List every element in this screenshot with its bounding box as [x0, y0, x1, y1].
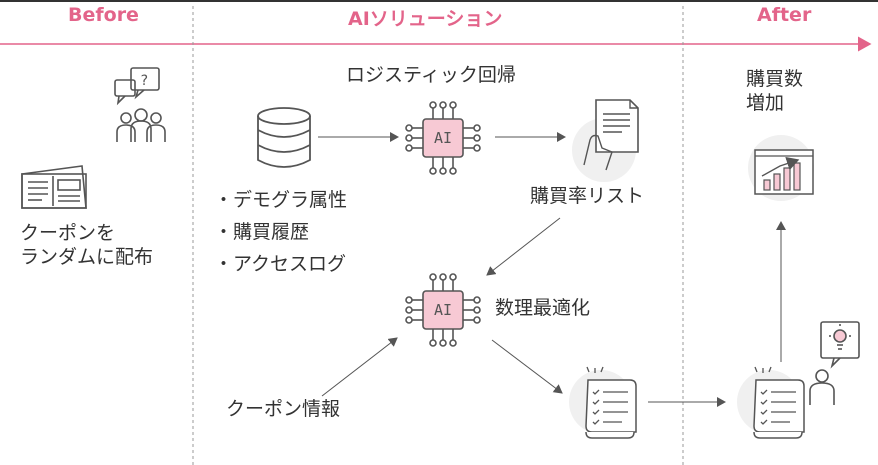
header-after: After	[757, 4, 812, 26]
header-before: Before	[68, 4, 139, 26]
result-label-line2: 増加	[746, 91, 785, 114]
top-border	[0, 0, 878, 2]
document-hand-icon	[572, 99, 639, 182]
arrow-optimize-to-plan	[491, 339, 563, 394]
arrow-coupon-to-optimize	[321, 337, 398, 397]
svg-text:?: ?	[140, 73, 148, 89]
input-purchase-history: ・購買履歴	[214, 221, 310, 243]
result-label-line1: 購買数	[746, 68, 804, 90]
ai-chip-icon-optimize	[405, 273, 481, 347]
lightbulb-person-icon	[809, 321, 860, 405]
coupon-info-label: クーポン情報	[226, 398, 341, 420]
header-ai-solution: AIソリューション	[348, 8, 503, 30]
checklist-scroll-icon-after	[737, 366, 805, 439]
ai-chip-icon	[405, 101, 481, 175]
question-bubble-icon: ?	[114, 67, 160, 106]
model-label: ロジスティック回帰	[346, 64, 516, 86]
input-demographics: ・デモグラ属性	[214, 189, 348, 211]
input-access-log: ・アクセスログ	[214, 253, 347, 275]
chip-label-optimize: AI	[434, 301, 452, 319]
database-icon	[257, 107, 311, 168]
before-label: クーポンを ランダムに配布	[20, 222, 153, 270]
people-group-icon	[116, 108, 166, 142]
arrow-list-to-optimize	[486, 217, 561, 276]
optimization-label: 数理最適化	[495, 297, 591, 319]
purchase-rate-list-label: 購買率リスト	[530, 185, 645, 207]
growth-chart-icon	[748, 135, 814, 201]
before-label-line1: クーポンを	[20, 222, 116, 244]
before-label-line2: ランダムに配布	[20, 245, 154, 268]
result-label: 購買数 増加	[746, 68, 803, 116]
chip-label-model: AI	[434, 129, 452, 147]
checklist-scroll-icon	[569, 366, 637, 439]
newspaper-icon	[21, 165, 87, 209]
